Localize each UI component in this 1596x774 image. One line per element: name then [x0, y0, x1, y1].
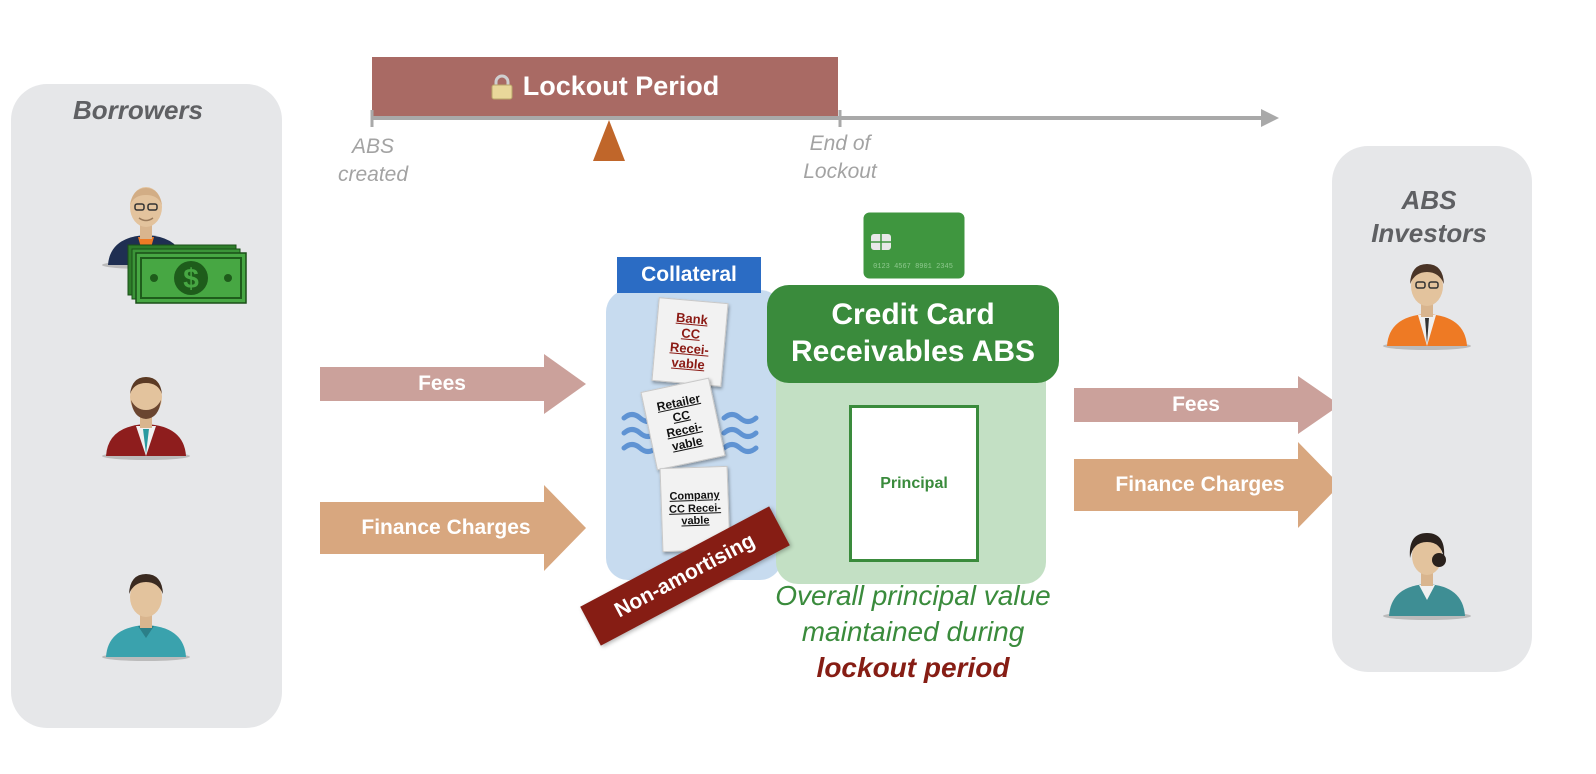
timeline-axis: [370, 109, 1279, 127]
bank-cc-receivable-text: Bank CC Recei-vable: [669, 309, 710, 373]
svg-text:$: $: [183, 263, 199, 294]
abs-title: Credit Card Receivables ABS: [790, 298, 1035, 368]
finance-charges-in-arrow: Finance Charges: [320, 485, 586, 571]
abs-header: [767, 285, 1059, 383]
finance-charges-out-arrow: Finance Charges: [1074, 442, 1340, 528]
finance-charges-out-label: Finance Charges: [1115, 473, 1285, 496]
collateral-header: Collateral: [617, 257, 761, 293]
principal-caption: Overall principal value maintained durin…: [735, 578, 1091, 686]
retailer-cc-receivable-text: Retailer CC Recei-vable: [655, 391, 704, 454]
current-position-marker: [593, 120, 625, 161]
caption-line-1: Overall principal value: [775, 580, 1051, 611]
money-stack-icon: $: [127, 244, 247, 304]
abs-created-label: ABS created: [337, 135, 409, 186]
investor-man-icon: [1383, 264, 1471, 350]
lock-icon: [491, 74, 513, 99]
credit-card-number: 0123 4567 8901 2345: [873, 263, 953, 271]
caption-line-2: maintained during: [801, 616, 1025, 647]
bank-cc-receivable-card: Bank CC Recei-vable: [651, 297, 729, 387]
borrower-bearded-icon: [102, 377, 190, 460]
fees-out-arrow: Fees: [1074, 376, 1340, 434]
company-cc-receivable-text: Company CC Recei-vable: [668, 489, 722, 528]
lockout-period-bar: [372, 57, 838, 116]
principal-label: Principal: [880, 474, 948, 492]
fees-in-label: Fees: [418, 372, 466, 395]
investor-woman-icon: [1383, 533, 1471, 620]
fees-in-arrow: Fees: [320, 354, 586, 414]
borrowers-title: Borrowers: [72, 95, 204, 125]
investors-title: ABS Investors: [1371, 185, 1487, 248]
credit-card-icon: 0123 4567 8901 2345: [863, 212, 965, 279]
finance-charges-in-label: Finance Charges: [361, 516, 531, 539]
caption-emphasis: lockout period: [816, 652, 1010, 683]
principal-box: Principal: [849, 405, 979, 562]
lockout-period-label: Lockout Period: [522, 71, 720, 101]
lockout-period-heading: Lockout Period: [372, 57, 838, 116]
fees-out-label: Fees: [1172, 393, 1220, 416]
borrower-young-icon: [102, 574, 190, 661]
end-of-lockout-label: End of Lockout: [803, 132, 877, 183]
